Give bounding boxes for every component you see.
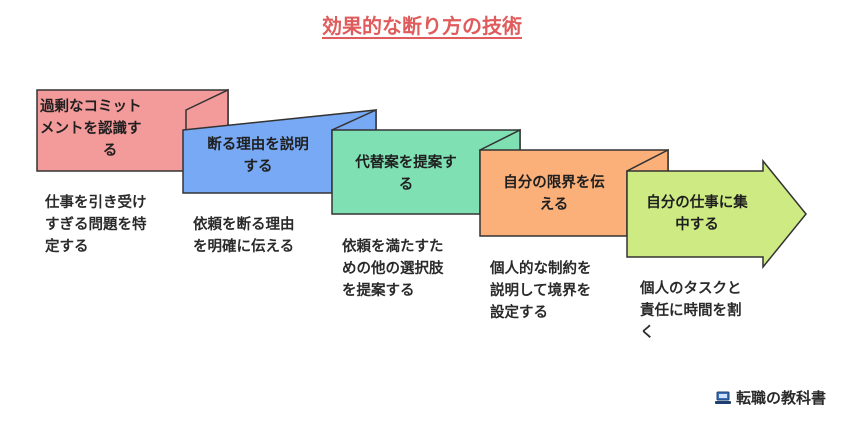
step-1-description: 仕事を引き受け すぎる問題を特 定する [45, 195, 147, 255]
step-4-label: 自分の限界を伝 える [503, 175, 605, 213]
step-5-description: 個人のタスクと 責任に時間を割 く [640, 281, 742, 341]
footer-brand: 転職の教科書 [714, 387, 826, 408]
step-2-label: 断る理由を説明 する [207, 137, 309, 175]
step-5-arrow [626, 158, 807, 270]
step-3-label: 代替案を提案す る [355, 155, 457, 193]
step-5-label: 自分の仕事に集 中する [646, 195, 748, 233]
step-2-description: 依頼を断る理由 を明確に伝える [193, 217, 295, 255]
step-1-label: 過剰なコミット メントを認識す る [40, 99, 142, 159]
brand-name: 転職の教科書 [735, 389, 826, 407]
step-3-description: 依頼を満たすた めの他の選択肢 を提案する [342, 239, 444, 299]
laptop-icon [714, 391, 731, 404]
diagram-title: 効果的な断り方の技術 [322, 14, 522, 38]
step-4-description: 個人的な制約を 説明して境界を 設定する [490, 261, 592, 321]
